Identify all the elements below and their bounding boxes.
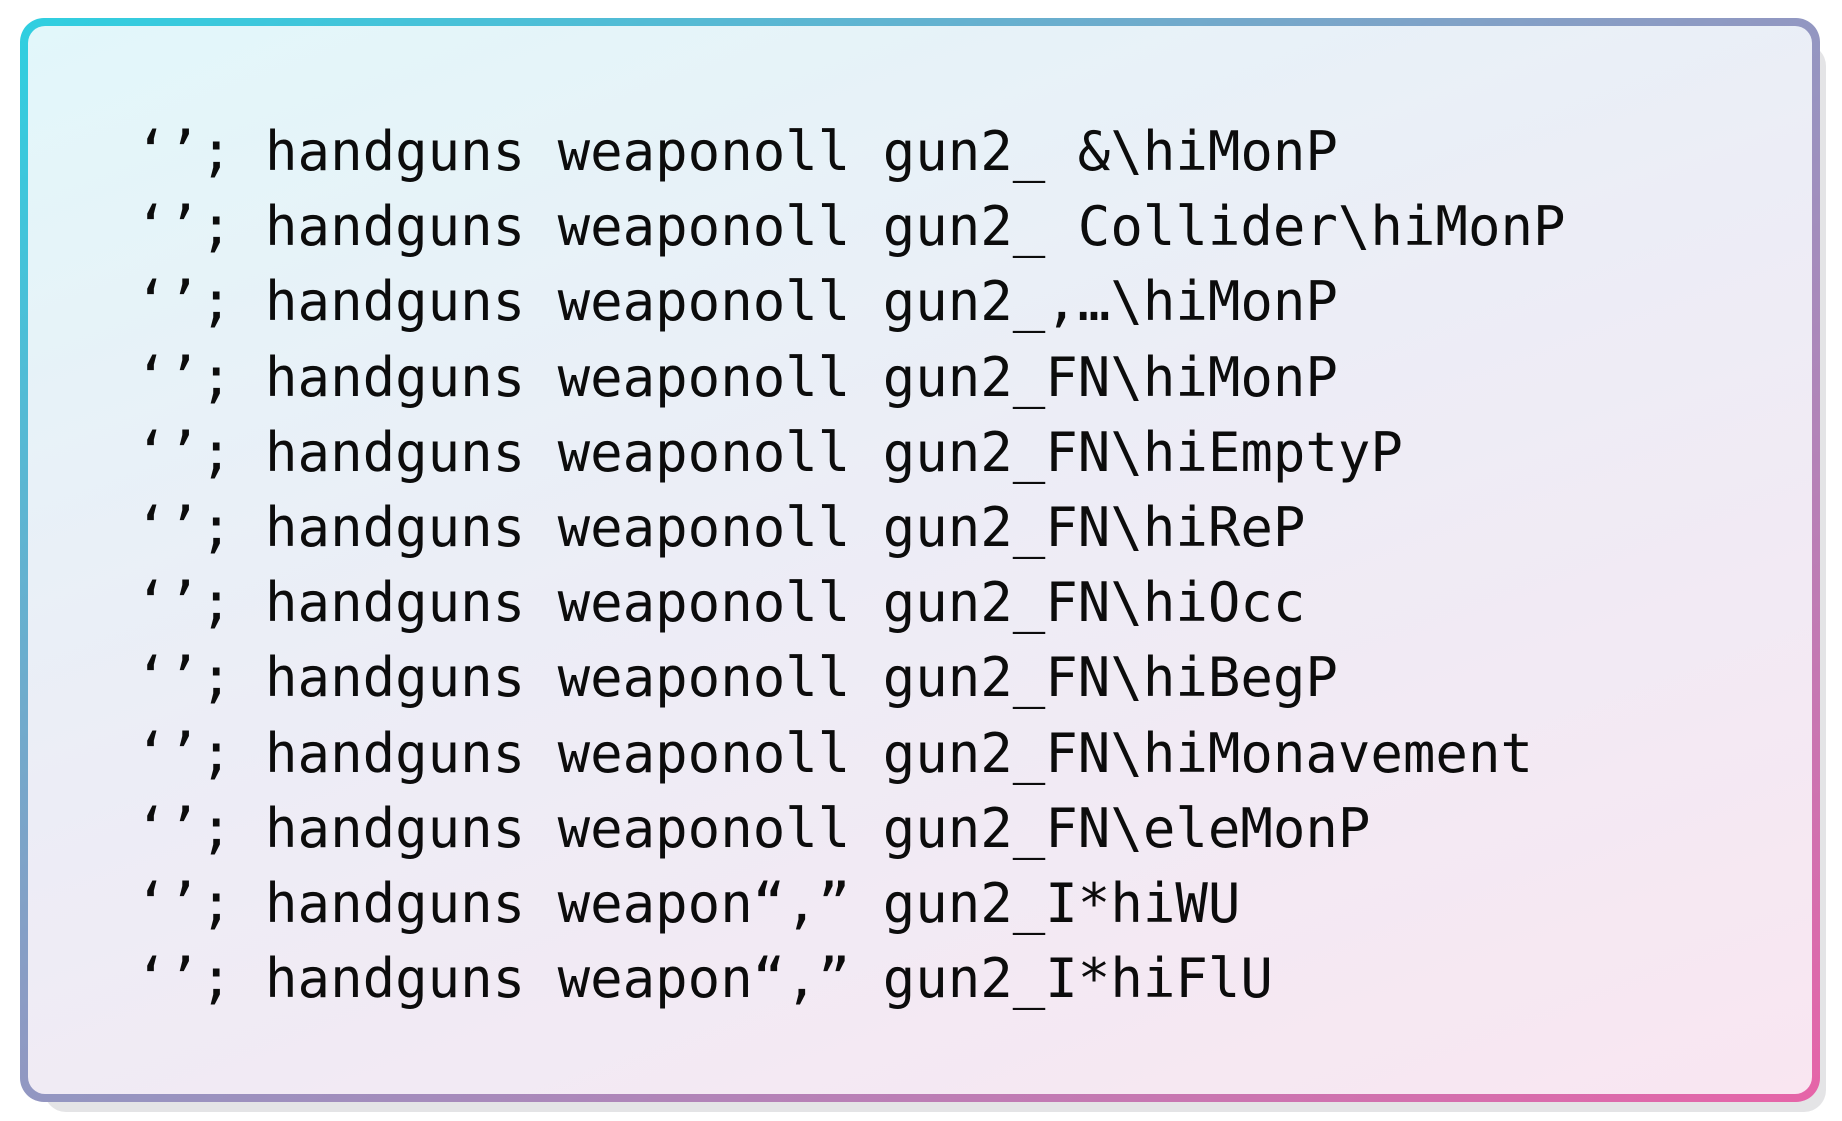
code-line: ‘’; handguns weaponoll gun2_ Collider\hi… [135,195,1566,259]
code-block: ‘’; handguns weaponoll gun2_ &\hiMonP ‘’… [28,26,1812,1094]
code-line: ‘’; handguns weaponoll gun2_FN\hiOcc [135,571,1306,635]
code-line: ‘’; handguns weapon“,” gun2_I*hiFlU [135,947,1273,1011]
code-line: ‘’; handguns weaponoll gun2_FN\hiMonP [135,345,1338,409]
code-line: ‘’; handguns weaponoll gun2_FN\hiEmptyP [135,420,1403,484]
code-line: ‘’; handguns weaponoll gun2_FN\hiMonavem… [135,721,1533,785]
code-line: ‘’; handguns weapon“,” gun2_I*hiWU [135,872,1241,936]
code-line: ‘’; handguns weaponoll gun2_FN\eleMonP [135,796,1371,860]
code-line: ‘’; handguns weaponoll gun2_FN\hiBegP [135,646,1338,710]
code-line: ‘’; handguns weaponoll gun2_ &\hiMonP [135,120,1338,183]
code-line: ‘’; handguns weaponoll gun2_FN\hiReP [135,496,1306,560]
code-card: ‘’; handguns weaponoll gun2_ &\hiMonP ‘’… [20,18,1820,1102]
code-line: ‘’; handguns weaponoll gun2_,…\hiMonP [135,270,1338,334]
